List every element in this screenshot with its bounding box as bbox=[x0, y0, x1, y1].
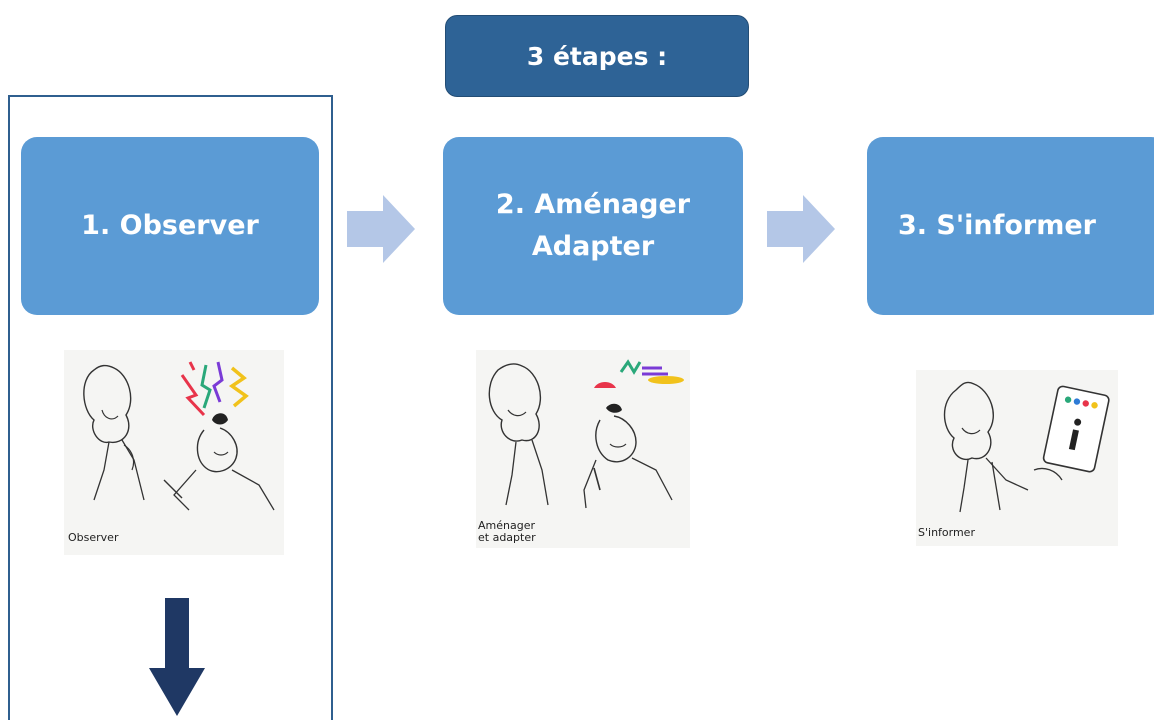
amenager-caption-line2: et adapter bbox=[478, 531, 536, 545]
step1-box: 1. Observer bbox=[21, 137, 319, 315]
observer-caption: Observer bbox=[68, 532, 118, 545]
step2-title-line2: Adapter bbox=[531, 231, 655, 262]
sinformer-caption-line1: S'informer bbox=[918, 526, 975, 540]
sinformer-caption: S'informer bbox=[918, 527, 975, 540]
step2-box: 2. Aménager Adapter bbox=[443, 137, 743, 315]
step3-box: 3. S'informer bbox=[867, 137, 1154, 315]
down-arrow-icon bbox=[149, 598, 205, 720]
amenager-caption-line1: Aménager bbox=[478, 518, 535, 532]
step1-title: 1. Observer bbox=[81, 210, 259, 242]
observer-illustration: Observer bbox=[64, 350, 284, 555]
observer-caption-line1: Observer bbox=[68, 531, 119, 545]
step-arrow-1-icon bbox=[347, 195, 415, 263]
step2-title-line1: 2. Aménager bbox=[495, 189, 691, 221]
sinformer-drawing-icon bbox=[943, 381, 1110, 513]
amenager-illustration: Aménager et adapter bbox=[476, 350, 690, 548]
step3-title: 3. S'informer bbox=[897, 210, 1096, 242]
observer-drawing-icon bbox=[83, 361, 275, 511]
step1-highlight-frame bbox=[8, 95, 333, 720]
amenager-caption: Aménager et adapter bbox=[478, 518, 536, 545]
step-arrow-2-icon bbox=[767, 195, 835, 263]
amenager-drawing-icon bbox=[488, 359, 684, 509]
sinformer-illustration: S'informer bbox=[916, 370, 1118, 546]
header-title-box: 3 étapes : bbox=[445, 15, 749, 97]
header-title: 3 étapes : bbox=[526, 41, 668, 71]
